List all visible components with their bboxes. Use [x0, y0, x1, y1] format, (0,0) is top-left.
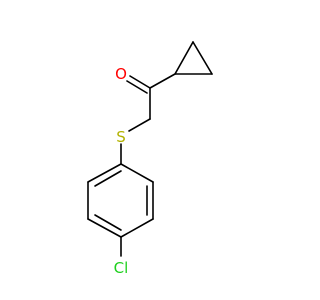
chlorine-label: Cl [114, 259, 129, 277]
bond-carbonyl-double-2 [126, 80, 148, 94]
molecule-canvas: O S Cl [87, 41, 213, 277]
bond-ring-4 [87, 218, 122, 238]
sulfur-label: S [116, 128, 126, 146]
bond-ring-3 [120, 218, 154, 238]
oxygen-label: O [115, 65, 127, 83]
bond-ch2-sulfur [128, 118, 151, 132]
structure-diagram: O S Cl [87, 41, 213, 277]
bond-carbonyl-cyclopropyl [149, 73, 176, 89]
bond-carbonyl-double-1 [129, 75, 151, 89]
bond-ring-1 [120, 163, 154, 183]
bond-cp-1 [174, 41, 194, 75]
bond-cp-2 [192, 41, 213, 75]
bond-ring-inner-3 [94, 170, 122, 187]
bond-ring-inner-2 [94, 214, 122, 231]
bond-ring-6 [87, 163, 122, 183]
